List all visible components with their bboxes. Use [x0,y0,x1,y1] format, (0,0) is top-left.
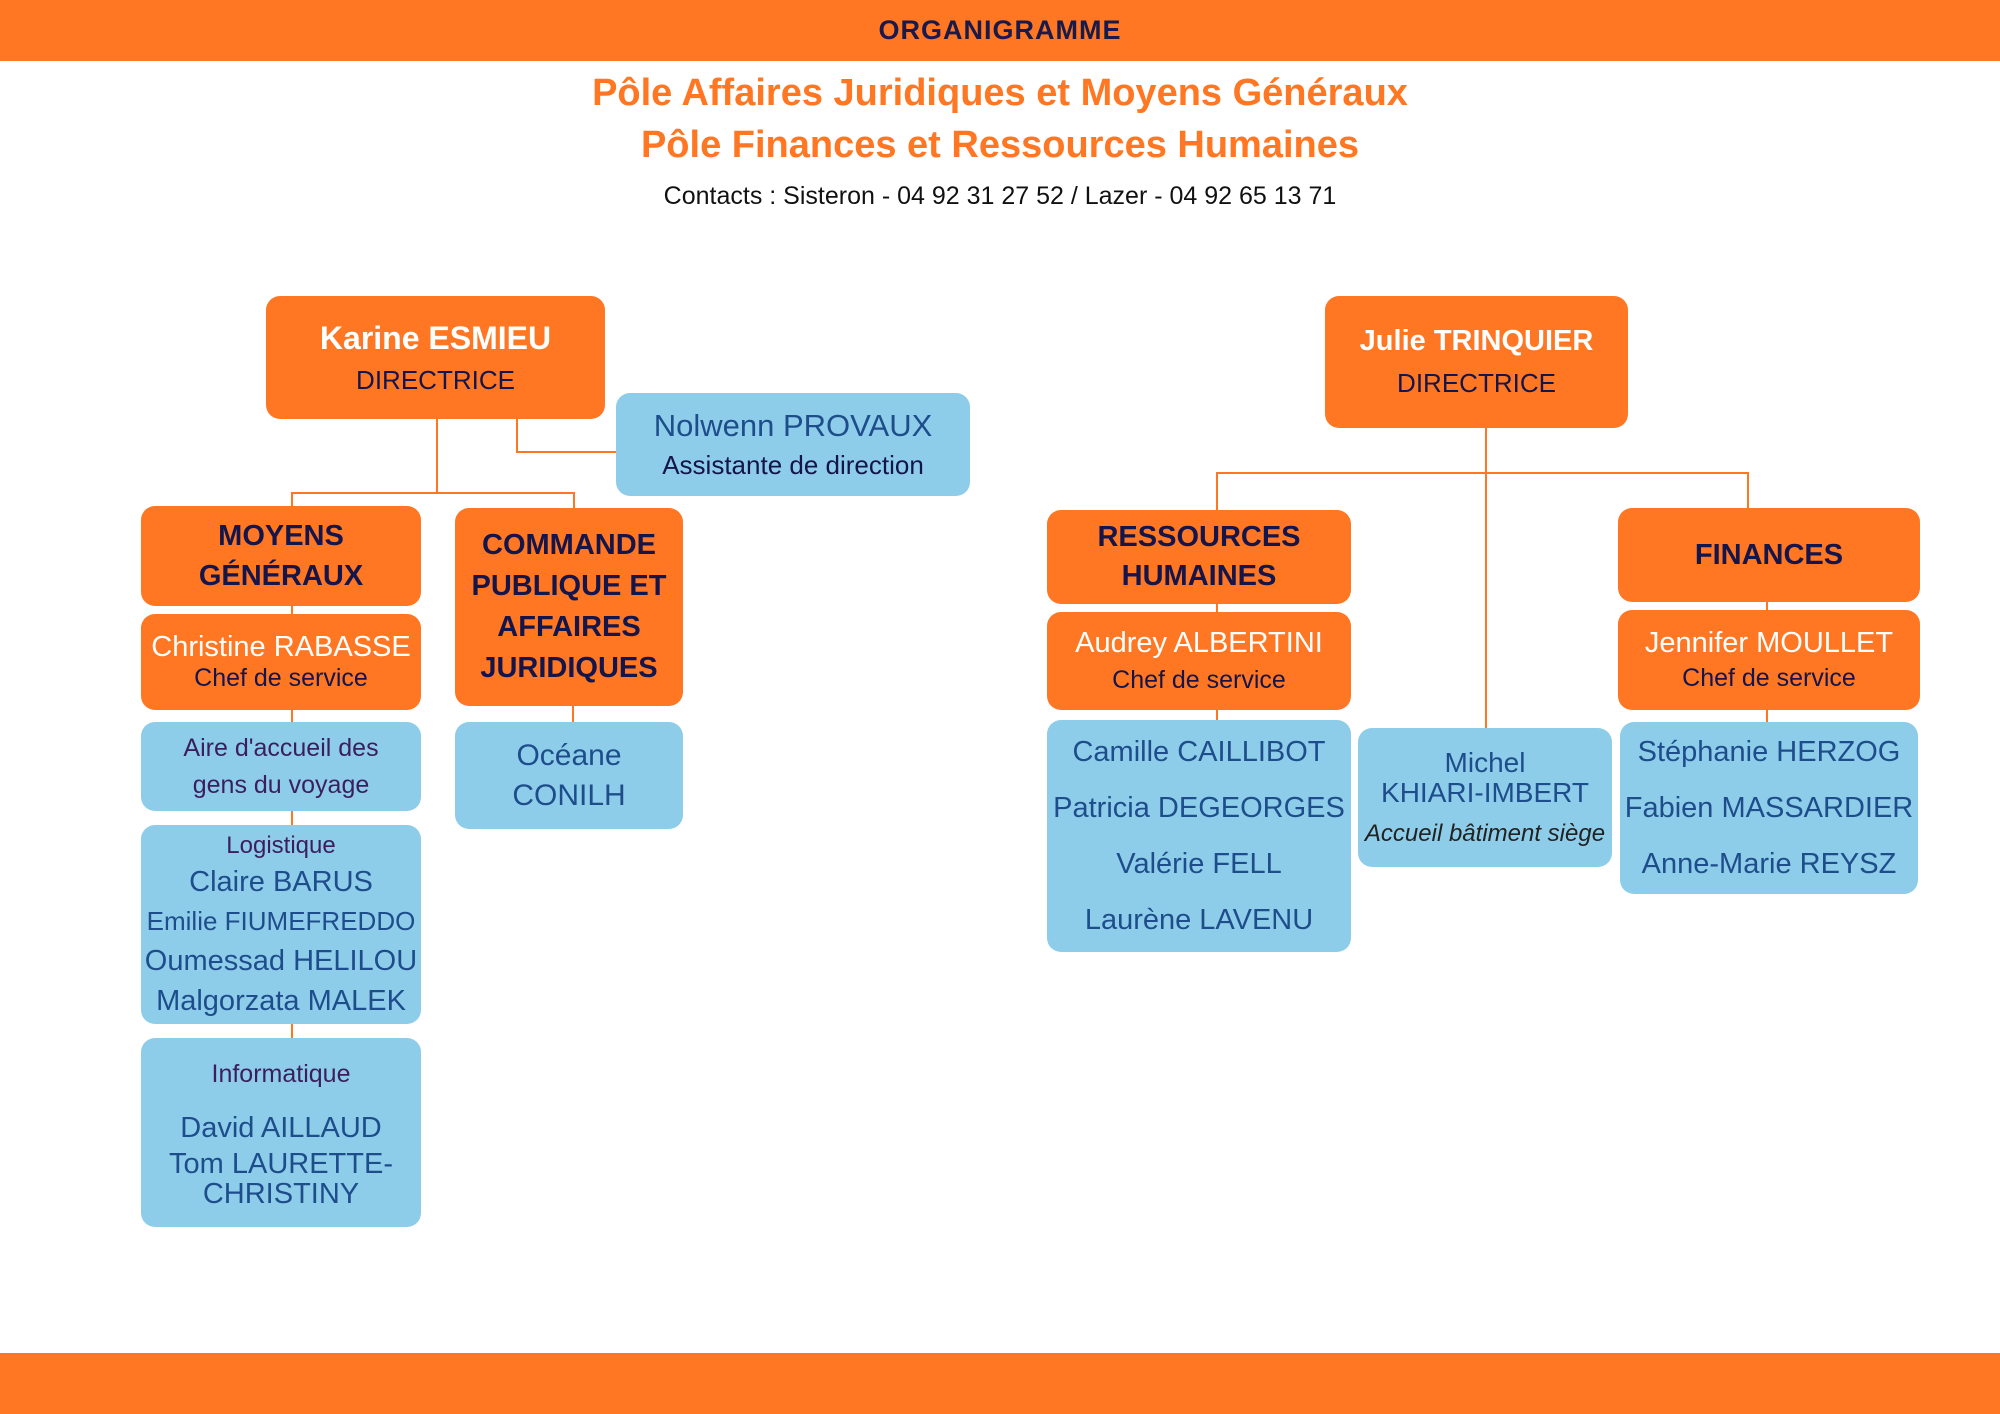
finances-team-box: Stéphanie HERZOG Fabien MASSARDIER Anne-… [1620,722,1918,894]
connector-line [516,418,518,453]
chief-name: Jennifer MOULLET [1644,627,1894,659]
title-line-1: Pôle Affaires Juridiques et Moyens Génér… [592,72,1408,114]
chief-box-moullet: Jennifer MOULLET Chef de service [1618,610,1920,710]
chief-role: Chef de service [1682,664,1856,692]
connector-line [1216,710,1218,720]
chief-name: Audrey ALBERTINI [1075,627,1323,659]
director-box-trinquier: Julie TRINQUIER DIRECTRICE [1325,296,1628,428]
team-member: Stéphanie HERZOG [1637,736,1901,768]
director-name: Julie TRINQUIER [1359,325,1594,357]
header-bar: ORGANIGRAMME [0,0,2000,61]
chief-name: Christine RABASSE [151,631,411,663]
rh-team-box: Camille CAILLIBOT Patricia DEGEORGES Val… [1047,720,1351,952]
informatique-box: Informatique David AILLAUD Tom LAURETTE-… [141,1038,421,1227]
accueil-box: Michel KHIARI-IMBERT Accueil bâtiment si… [1358,728,1612,867]
connector-line [1747,472,1749,508]
connector-line [436,418,438,494]
team-member: CHRISTINY [202,1177,360,1210]
connector-line [291,606,293,614]
team-member: Emilie FIUMEFREDDO [146,905,416,936]
team-member: Valérie FELL [1116,848,1282,880]
connector-line [291,492,575,494]
team-member: Océane [516,738,622,772]
director-name: Karine ESMIEU [319,319,552,356]
dept-moyens-generaux: MOYENS GÉNÉRAUX [141,506,421,606]
commande-team-box: Océane CONILH [455,722,683,829]
connector-line [291,710,293,722]
dept-commande-publique: COMMANDE PUBLIQUE ET AFFAIRES JURIDIQUES [455,508,683,706]
assistant-name: Nolwenn PROVAUX [653,408,933,443]
accueil-role: Accueil bâtiment siège [1364,819,1606,847]
assistant-box: Nolwenn PROVAUX Assistante de direction [616,393,970,496]
connector-line [1216,472,1749,474]
connector-line [1485,428,1487,730]
team-member: Malgorzata MALEK [156,984,406,1017]
dept-title: PUBLIQUE ET [471,570,667,602]
dept-title: COMMANDE [482,529,656,561]
team-member: Laurène LAVENU [1084,904,1314,936]
dept-title: HUMAINES [1121,560,1277,592]
director-role: DIRECTRICE [1397,368,1556,398]
chief-role: Chef de service [1112,666,1286,694]
connector-line [1766,602,1768,610]
team-member: Claire BARUS [189,865,373,898]
informatique-label: Informatique [211,1059,351,1088]
chief-role: Chef de service [194,664,368,692]
dept-title: MOYENS [218,520,344,552]
dept-ressources-humaines: RESSOURCES HUMAINES [1047,510,1351,604]
contacts-text: Contacts : Sisteron - 04 92 31 27 52 / L… [663,182,1337,210]
dept-title: AFFAIRES [497,611,641,643]
logistique-label: Logistique [226,831,336,859]
team-member: Anne-Marie REYSZ [1641,848,1897,880]
chief-box-rabasse: Christine RABASSE Chef de service [141,614,421,710]
connector-line [291,1024,293,1038]
team-member: Tom LAURETTE- [169,1147,393,1180]
team-member: David AILLAUD [180,1111,382,1144]
accueil-name: KHIARI-IMBERT [1381,776,1589,808]
dept-title: RESSOURCES [1097,521,1301,553]
director-role: DIRECTRICE [356,364,515,395]
connector-line [1216,472,1218,510]
dept-title: JURIDIQUES [480,652,658,684]
dept-title: FINANCES [1694,538,1844,571]
connector-line [1766,710,1768,722]
accueil-name: Michel [1444,746,1526,778]
team-member: Fabien MASSARDIER [1624,792,1914,824]
team-member: Oumessad HELILOU [144,944,418,977]
dept-finances: FINANCES [1618,508,1920,602]
connector-line [291,811,293,825]
header-label: ORGANIGRAMME [878,15,1122,45]
aire-line: gens du voyage [192,770,370,799]
connector-line [291,492,293,506]
team-member: Patricia DEGEORGES [1053,792,1345,824]
team-member: CONILH [512,778,626,812]
team-member: Camille CAILLIBOT [1072,736,1326,768]
connector-line [1216,604,1218,612]
aire-line: Aire d'accueil des [183,733,379,762]
footer-bar [0,1353,2000,1414]
title-line-2: Pôle Finances et Ressources Humaines [640,124,1360,166]
chief-box-albertini: Audrey ALBERTINI Chef de service [1047,612,1351,710]
aire-accueil-box: Aire d'accueil des gens du voyage [141,722,421,811]
assistant-role: Assistante de direction [662,450,924,480]
connector-line [573,492,575,508]
dept-title: GÉNÉRAUX [198,560,364,592]
connector-line [572,706,574,722]
logistique-box: Logistique Claire BARUS Emilie FIUMEFRED… [141,825,421,1024]
director-box-esmieu: Karine ESMIEU DIRECTRICE [266,296,605,419]
connector-line [516,451,617,453]
